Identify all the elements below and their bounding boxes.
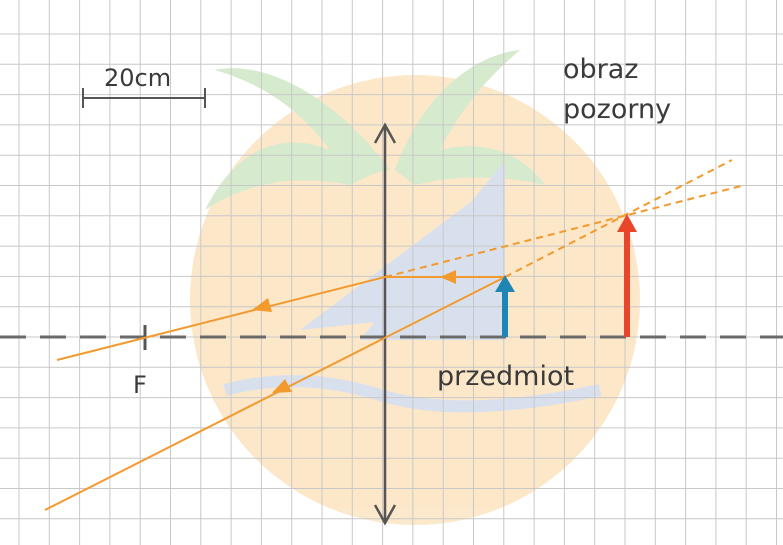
scale-bar bbox=[82, 88, 206, 108]
watermark-stripes bbox=[270, 440, 560, 500]
ray-arrowhead-3 bbox=[272, 379, 292, 393]
image-arrow bbox=[617, 214, 637, 337]
ray-arrowhead-2 bbox=[252, 298, 272, 312]
watermark-palm bbox=[205, 50, 545, 210]
watermark-sail bbox=[300, 160, 505, 340]
ray-refracted-through-focus bbox=[56, 276, 386, 361]
lens bbox=[373, 122, 397, 526]
ray-arrowhead-1 bbox=[440, 270, 456, 284]
scale-label: 20cm bbox=[104, 64, 171, 92]
object-arrow bbox=[495, 275, 515, 337]
virtual-rays bbox=[384, 159, 746, 278]
object-label: przedmiot bbox=[437, 361, 574, 392]
ray-through-center bbox=[44, 276, 506, 511]
image-label-line1: obraz bbox=[563, 54, 638, 85]
ray-direction-arrows bbox=[252, 270, 456, 393]
image-label-line2: pozorny bbox=[563, 94, 671, 125]
virtual-ray-2 bbox=[504, 159, 733, 278]
virtual-ray-1 bbox=[384, 184, 746, 278]
watermark-waves bbox=[223, 375, 602, 413]
watermark bbox=[190, 50, 640, 525]
focal-point-label: F bbox=[133, 371, 147, 399]
